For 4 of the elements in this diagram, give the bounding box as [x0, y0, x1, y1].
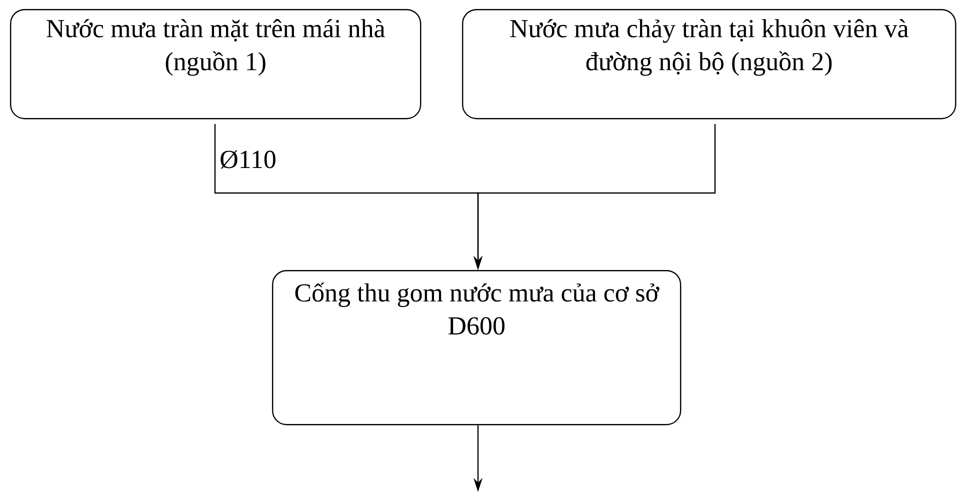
- edge-label: Ø110: [218, 149, 278, 170]
- process-box: Nước mưa chảy tràn tại khuôn viên và đường nội bộ (nguồn 2): [462, 9, 956, 120]
- process-box: Cống thu gom nước mưa của cơ sở D600: [272, 270, 682, 426]
- process-box: Nước mưa tràn mặt trên mái nhà (nguồn 1): [10, 9, 422, 120]
